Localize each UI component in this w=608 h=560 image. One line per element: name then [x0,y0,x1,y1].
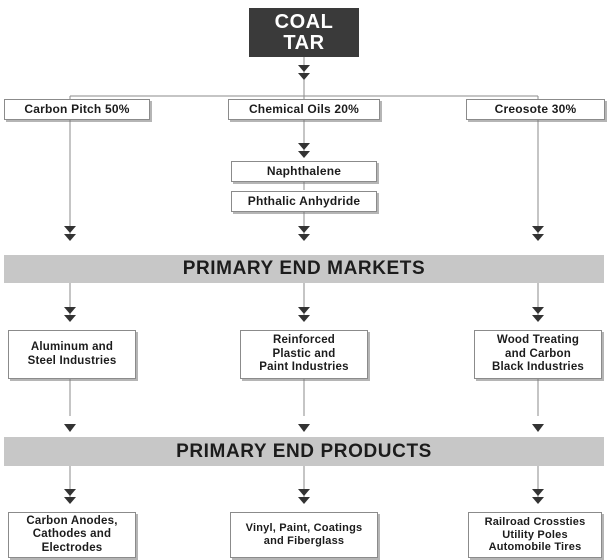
node-carbon-anodes-cathodes-electrodes: Carbon Anodes, Cathodes and Electrodes [8,512,136,558]
node-naphthalene: Naphthalene [231,161,377,182]
node-label-line1: Railroad Crossties [484,515,586,528]
node-creosote: Creosote 30% [466,99,605,120]
node-label-line1: Wood Treating [496,334,580,347]
node-label-line2: Cathodes and [32,528,112,541]
node-label-line3: Automobile Tires [488,541,582,554]
node-label-line2: Plastic and [272,347,336,360]
node-label: Phthalic Anhydride [247,194,361,209]
node-vinyl-paint-coatings-fiberglass: Vinyl, Paint, Coatings and Fiberglass [230,512,378,558]
node-phthalic-anhydride: Phthalic Anhydride [231,191,377,212]
node-label: Chemical Oils 20% [248,102,360,117]
node-label-line2: and Fiberglass [263,535,345,547]
banner-primary-end-products: PRIMARY END PRODUCTS [4,437,604,466]
root-label-line1: COAL [274,10,334,33]
node-label-line2: and Carbon [505,347,571,360]
node-label: Creosote 30% [494,102,577,117]
node-label-line3: Paint Industries [259,361,349,374]
node-label-line1: Aluminum and [30,340,114,353]
node-label: Carbon Pitch 50% [24,102,130,117]
node-chemical-oils: Chemical Oils 20% [228,99,380,120]
banner-primary-end-markets: PRIMARY END MARKETS [4,255,604,283]
node-label-line3: Electrodes [41,541,103,554]
node-label-line1: Carbon Anodes, [26,514,118,527]
node-aluminum-steel-industries: Aluminum and Steel Industries [8,330,136,379]
node-label-line2: Steel Industries [27,354,117,367]
banner-label: PRIMARY END PRODUCTS [176,440,432,462]
node-wood-treating-carbon-black-industries: Wood Treating and Carbon Black Industrie… [474,330,602,379]
node-label-line2: Utility Poles [502,528,568,541]
node-reinforced-plastic-paint-industries: Reinforced Plastic and Paint Industries [240,330,368,379]
banner-label: PRIMARY END MARKETS [182,258,426,279]
node-label-line1: Reinforced [272,334,336,347]
node-label-line1: Vinyl, Paint, Coatings [245,522,363,535]
node-railroad-crossties-utility-poles-automobile-tires: Railroad Crossties Utility Poles Automob… [468,512,602,558]
node-label: Naphthalene [266,164,342,179]
node-carbon-pitch: Carbon Pitch 50% [4,99,150,120]
root-node-coal-tar: COAL TAR [249,8,359,57]
node-label-line3: Black Industries [491,361,585,374]
root-label-line2: TAR [283,31,325,54]
